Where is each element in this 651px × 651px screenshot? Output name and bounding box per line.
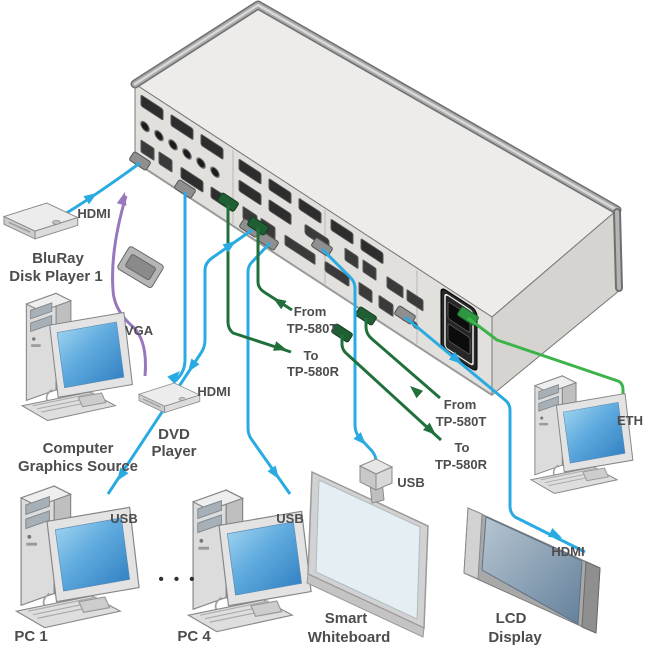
label-lcd-name-1: LCD [496,610,527,627]
label-tp-right-to-1: To [455,440,470,455]
vga-cable [111,195,147,377]
label-lcd-name-2: Display [488,629,542,646]
label-tp-right-from-2: TP-580T [436,414,487,429]
usb-cable-whiteboard [320,247,378,468]
label-eth: ETH [617,413,643,428]
label-cgs-name-2: Graphics Source [18,458,138,475]
label-tp-left-from-2: TP-580T [287,321,338,336]
misc-port-row [140,139,424,317]
tp-to-cable-left [226,205,292,354]
eth-cable [467,316,625,403]
label-tp-left-to-1: To [304,348,319,363]
label-dvd-name-1: DVD [158,426,190,443]
switcher-edge-rails [130,0,623,396]
label-pc1-usb: USB [110,511,137,526]
pc-1 [15,485,140,629]
label-tp-left-from-1: From [294,304,327,319]
hdmi-cable-lcd [404,315,586,554]
usb-cable-pc4 [246,241,292,495]
bluray-player [3,202,79,240]
tp-from-cable-right [364,318,441,400]
label-tp-right-to-2: TP-580R [435,457,488,472]
arrow-tp-from-right [406,382,424,399]
usb-cable-pc1 [106,228,253,495]
whiteboard-surface [315,479,421,620]
label-cgs-name-1: Computer [43,440,114,457]
label-tp-left-to-2: TP-580R [287,364,340,379]
tp-to-cable-right [340,335,443,442]
usb-adapter [358,458,394,504]
arrow-vga [116,190,130,206]
label-wb-name-2: Whiteboard [308,629,391,646]
lcd-screen [481,516,583,625]
computer-graphics-source [21,292,134,422]
label-dvd-hdmi: HDMI [197,384,230,399]
label-pc4-name: PC 4 [177,628,211,645]
ellipsis-dots: • • • [158,571,197,588]
vga-connector [117,246,164,288]
whiteboard-tray [306,573,425,638]
matrix-switcher [117,0,623,397]
lcd-display [463,507,601,634]
label-wb-usb: USB [397,475,424,490]
plugged-connectors [117,150,480,344]
label-pc4-usb: USB [276,511,303,526]
lcd-right-cap [581,561,601,634]
label-bluray-hdmi: HDMI [77,206,110,221]
label-bluray-name-2: Disk Player 1 [9,268,102,285]
smart-whiteboard [306,458,429,638]
lcd-left-cap [463,507,483,580]
label-lcd-hdmi: HDMI [551,544,584,559]
diagram-labels: HDMI BluRay Disk Player 1 VGA Computer G… [9,206,643,646]
label-vga: VGA [125,323,154,338]
label-wb-name-1: Smart [325,610,368,627]
cables [59,161,625,554]
arrow-tp-to-left [273,341,289,355]
eth-computer [530,375,634,495]
tp-from-cable-left [256,228,293,312]
dvd-player [138,382,201,414]
hdmi-cable-dvd [173,192,187,384]
label-pc1-name: PC 1 [14,628,47,645]
label-dvd-name-2: Player [151,443,196,460]
label-tp-right-from-1: From [444,397,477,412]
label-bluray-name-1: BluRay [32,250,84,267]
